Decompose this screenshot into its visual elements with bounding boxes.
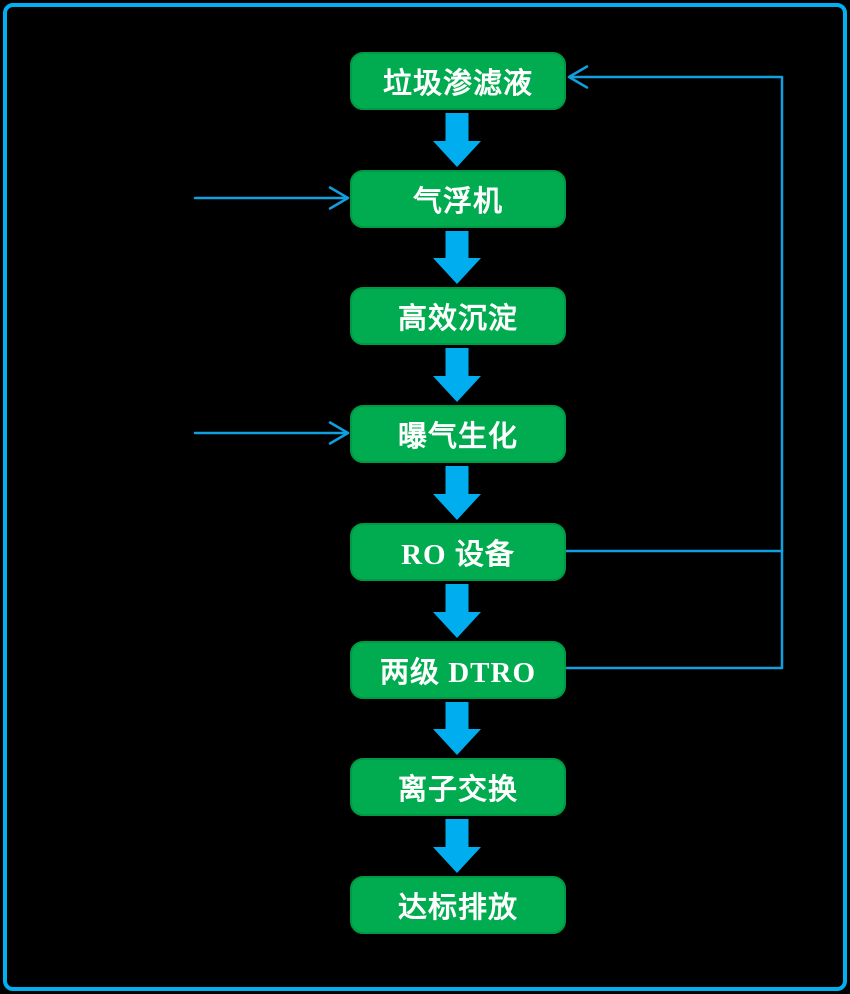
- flow-arrow-aeration-bio-to-ro-unit: [433, 466, 481, 520]
- input-arrow-aeration-bio: [193, 421, 350, 445]
- main-flow-arrows: [433, 113, 481, 873]
- input-arrow-air-flotation: [193, 186, 350, 210]
- flow-node-air-flotation: 气浮机: [350, 170, 566, 228]
- flow-arrow-leachate-to-air-flotation: [433, 113, 481, 167]
- flow-node-dtro: 两级 DTRO: [350, 641, 566, 699]
- flow-arrow-sedimentation-to-aeration-bio: [433, 348, 481, 402]
- flow-node-ro-unit: RO 设备: [350, 523, 566, 581]
- return-line-dtro-to-leachate: [564, 65, 784, 670]
- flow-node-ion-exchange: 离子交换: [350, 758, 566, 816]
- flow-arrow-ion-exchange-to-discharge: [433, 819, 481, 873]
- flow-node-discharge: 达标排放: [350, 876, 566, 934]
- flow-arrow-ro-unit-to-dtro: [433, 584, 481, 638]
- flow-node-leachate: 垃圾渗滤液: [350, 52, 566, 110]
- flow-node-aeration-bio: 曝气生化: [350, 405, 566, 463]
- flow-node-sedimentation: 高效沉淀: [350, 287, 566, 345]
- flow-arrow-air-flotation-to-sedimentation: [433, 231, 481, 284]
- flow-arrow-dtro-to-ion-exchange: [433, 702, 481, 755]
